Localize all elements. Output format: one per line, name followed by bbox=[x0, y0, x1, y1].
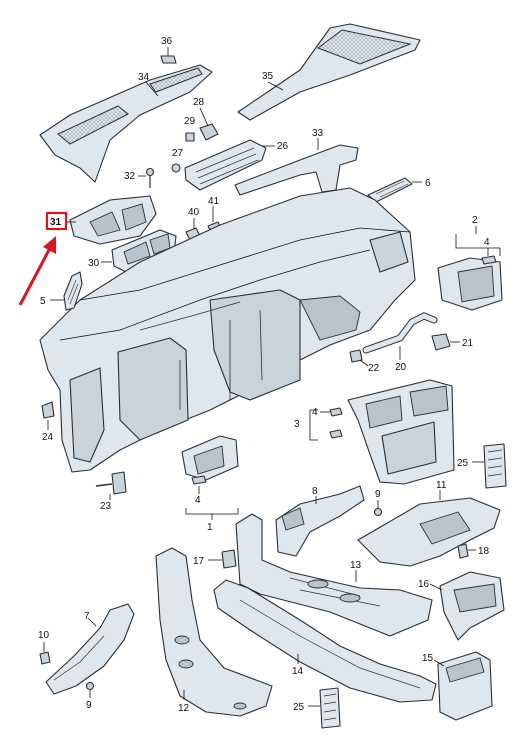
part-12-console-duct: 12 bbox=[155, 547, 273, 717]
callout-35: 35 bbox=[262, 71, 274, 82]
callout-31: 31 bbox=[50, 217, 62, 228]
part-13-rear-duct: 13 bbox=[235, 513, 433, 637]
callout-18: 18 bbox=[478, 546, 490, 557]
part-34-cowl-left: 34 bbox=[39, 64, 213, 183]
callout-26: 26 bbox=[277, 141, 289, 152]
callout-3: 3 bbox=[294, 419, 300, 430]
part-29-clip: 29 bbox=[184, 116, 196, 142]
callout-41: 41 bbox=[208, 196, 220, 207]
callout-25a: 25 bbox=[457, 458, 469, 469]
part-18-clip: 18 bbox=[457, 543, 490, 559]
part-9-screw-a: 9 bbox=[373, 489, 383, 517]
part-24-clip: 24 bbox=[41, 401, 55, 443]
part-28-bracket: 28 bbox=[193, 97, 219, 141]
part-20-hose: 20 bbox=[362, 312, 438, 373]
callout-7: 7 bbox=[84, 611, 90, 622]
callout-8: 8 bbox=[312, 486, 318, 497]
part-8-air-duct: 8 bbox=[275, 485, 365, 557]
callout-5: 5 bbox=[40, 296, 46, 307]
part-15-rear-vent-housing: 15 bbox=[422, 651, 493, 721]
callout-32: 32 bbox=[124, 171, 136, 182]
callout-6: 6 bbox=[425, 178, 431, 189]
highlight-callout-31: 31 bbox=[45, 211, 68, 231]
dashboard-main-carrier bbox=[39, 187, 416, 473]
callout-11: 11 bbox=[436, 480, 447, 491]
part-25-vent-insert-b: 25 bbox=[293, 687, 341, 729]
part-36-clip: 36 bbox=[160, 36, 177, 64]
callout-23: 23 bbox=[100, 501, 112, 512]
part-10-clip: 10 bbox=[38, 630, 51, 665]
callout-30: 30 bbox=[88, 258, 100, 269]
part-1-lower-vent: 1 bbox=[181, 435, 239, 533]
part-7-left-duct: 7 bbox=[45, 603, 135, 695]
part-4-clip-c: 4 bbox=[191, 475, 207, 506]
callout-40: 40 bbox=[188, 207, 200, 218]
part-9-screw-b: 9 bbox=[85, 681, 95, 711]
part-21-connector: 21 bbox=[431, 333, 474, 351]
callout-13: 13 bbox=[350, 560, 362, 571]
part-11-storage-tray: 11 bbox=[357, 480, 501, 567]
part-6-side-vent: 6 bbox=[367, 177, 431, 203]
callout-33: 33 bbox=[312, 128, 324, 139]
callout-20: 20 bbox=[395, 362, 407, 373]
part-35-cowl-right: 35 bbox=[237, 23, 421, 121]
callout-36: 36 bbox=[161, 36, 173, 47]
callout-10: 10 bbox=[38, 630, 50, 641]
highlight-arrow bbox=[18, 236, 56, 306]
callout-28: 28 bbox=[193, 97, 205, 108]
part-22-clip: 22 bbox=[349, 349, 380, 374]
part-3-centre-vent-assembly: 3 bbox=[294, 379, 455, 485]
part-2-right-vent: 2 bbox=[437, 215, 503, 311]
callout-17: 17 bbox=[193, 556, 205, 567]
callout-12: 12 bbox=[178, 703, 190, 714]
callout-1: 1 bbox=[207, 522, 213, 533]
part-17-clip: 17 bbox=[193, 549, 237, 569]
callout-16: 16 bbox=[418, 579, 430, 590]
part-23-bracket: 23 bbox=[95, 471, 127, 512]
part-25-vent-insert-a: 25 bbox=[457, 443, 507, 489]
callout-9b: 9 bbox=[86, 700, 92, 711]
part-27-screw: 27 bbox=[171, 148, 184, 173]
part-31-vent-housing bbox=[66, 195, 157, 245]
callout-27: 27 bbox=[172, 148, 184, 159]
part-30-centre-vent: 30 bbox=[88, 229, 177, 273]
callout-2: 2 bbox=[472, 215, 478, 226]
callout-21: 21 bbox=[462, 338, 474, 349]
callout-34: 34 bbox=[138, 72, 150, 83]
callout-29: 29 bbox=[184, 116, 196, 127]
callout-4b: 4 bbox=[312, 407, 318, 418]
callout-9a: 9 bbox=[375, 489, 381, 500]
callout-25b: 25 bbox=[293, 702, 305, 713]
callout-22: 22 bbox=[368, 363, 380, 374]
part-33-dash-bracket: 33 bbox=[234, 128, 359, 196]
part-4-clip-a: 4 bbox=[481, 237, 497, 265]
part-4-clip-b: 4 bbox=[312, 407, 343, 439]
callout-4a: 4 bbox=[484, 237, 490, 248]
part-32-screw: 32 bbox=[124, 167, 155, 188]
callout-15: 15 bbox=[422, 653, 434, 664]
callout-24: 24 bbox=[42, 432, 54, 443]
callout-4c: 4 bbox=[195, 495, 201, 506]
callout-14: 14 bbox=[292, 666, 304, 677]
part-14-floor-duct: 14 bbox=[213, 579, 437, 703]
part-26-vent-grille: 26 bbox=[184, 139, 289, 191]
part-5-left-vent: 5 bbox=[40, 271, 83, 311]
part-16-rear-vent: 16 bbox=[418, 571, 505, 641]
